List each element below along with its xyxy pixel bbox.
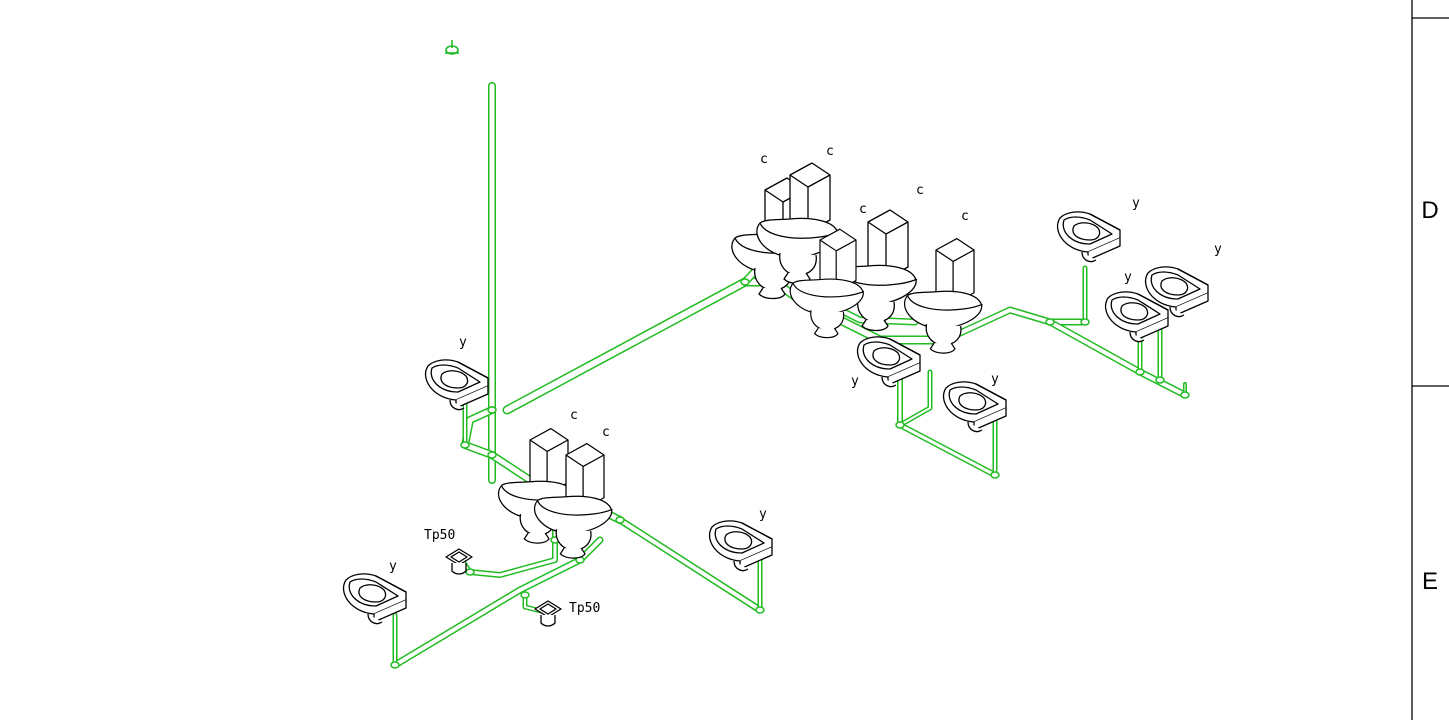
pipe-segment bbox=[897, 369, 933, 428]
toilet-icon bbox=[789, 228, 865, 339]
pipe-joint bbox=[1155, 376, 1165, 384]
pipe-joint bbox=[460, 441, 470, 449]
pipe-joint bbox=[1180, 391, 1190, 399]
toilet-label: с bbox=[916, 183, 924, 198]
fixtures bbox=[342, 162, 1209, 627]
sink-icon bbox=[1056, 211, 1121, 263]
sink-label: у bbox=[1214, 242, 1222, 257]
floor-drain-label: Тр50 bbox=[569, 601, 600, 616]
toilet-label: с bbox=[570, 408, 578, 423]
pipe-segment bbox=[502, 277, 780, 415]
toilet-icon bbox=[756, 162, 840, 285]
fixture-labels: с с с с с с с у у у у у у у у Тр50 Тр50 bbox=[389, 144, 1222, 616]
sink-icon bbox=[342, 573, 407, 625]
toilet-label: с bbox=[859, 202, 867, 217]
pipe-joint bbox=[520, 591, 530, 599]
drawing-frame: D E bbox=[1411, 0, 1449, 720]
floor-drain-icon bbox=[534, 600, 562, 627]
sink-label: у bbox=[389, 559, 397, 574]
toilet-icon bbox=[533, 442, 613, 559]
sink-label: у bbox=[459, 335, 467, 350]
sink-label: у bbox=[851, 374, 859, 389]
pipe-network bbox=[390, 82, 1190, 669]
pipe-joint bbox=[990, 471, 1000, 479]
pipe-joint bbox=[740, 278, 750, 286]
sink-icon bbox=[424, 359, 489, 411]
sink-label: у bbox=[991, 372, 999, 387]
pipe-segment bbox=[616, 516, 764, 614]
sink-icon bbox=[1104, 291, 1169, 343]
pipe-joint bbox=[465, 568, 475, 576]
pipe-segment bbox=[391, 536, 604, 669]
sink-label: у bbox=[1132, 196, 1140, 211]
toilet-label: с bbox=[760, 152, 768, 167]
sink-icon bbox=[708, 520, 773, 572]
pipe-segment bbox=[461, 406, 496, 459]
pipe-joint bbox=[390, 661, 400, 669]
zone-label-d: D bbox=[1421, 197, 1438, 224]
toilet-label: с bbox=[602, 425, 610, 440]
pipe-joint bbox=[1080, 318, 1090, 326]
pipe-joint bbox=[1135, 368, 1145, 376]
pipe-joint bbox=[487, 406, 497, 414]
pipe-joint bbox=[615, 516, 625, 524]
toilet-icon bbox=[903, 237, 983, 354]
sink-label: у bbox=[1124, 270, 1132, 285]
toilet-label: с bbox=[961, 209, 969, 224]
sink-icon bbox=[856, 336, 921, 388]
sink-label: у bbox=[759, 507, 767, 522]
riser-cap-icon bbox=[445, 40, 459, 55]
sink-icon bbox=[1144, 266, 1209, 318]
toilet-label: с bbox=[826, 144, 834, 159]
pipe-joint bbox=[487, 451, 497, 459]
pipe-joint bbox=[1045, 318, 1055, 326]
pipe-segment bbox=[941, 306, 1089, 344]
zone-label-e: E bbox=[1422, 568, 1438, 595]
pipe-joint bbox=[895, 421, 905, 429]
pipe-segment bbox=[1046, 318, 1189, 399]
pipe-joint bbox=[755, 606, 765, 614]
floor-drain-label: Тр50 bbox=[424, 528, 455, 543]
floor-drain-icon bbox=[445, 548, 473, 575]
sink-icon bbox=[942, 381, 1007, 433]
